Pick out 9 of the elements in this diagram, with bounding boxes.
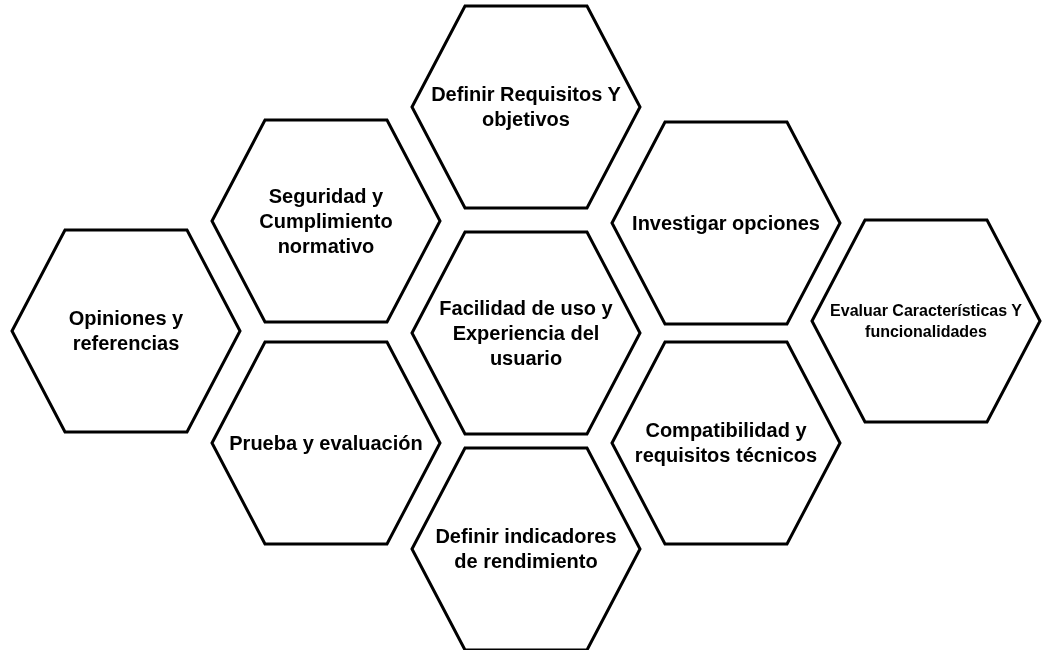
- hexagon-label: Seguridad y Cumplimiento normativo: [258, 183, 394, 259]
- hexagon-label: Definir indicadores de rendimiento: [434, 524, 618, 574]
- hexagon-label: Definir Requisitos Y objetivos: [430, 82, 622, 132]
- hexagon-label: Evaluar Características Y funcionalidades: [829, 301, 1023, 342]
- hexagon-label: Facilidad de uso y Experiencia del usuario: [438, 295, 614, 371]
- hexagon-label: Prueba y evaluación: [228, 430, 424, 456]
- hexagon-label: Compatibilidad y requisitos técnicos: [633, 418, 819, 468]
- hexagon-label: Investigar opciones: [631, 210, 821, 236]
- hexagon-label: Opiniones y referencias: [67, 306, 185, 356]
